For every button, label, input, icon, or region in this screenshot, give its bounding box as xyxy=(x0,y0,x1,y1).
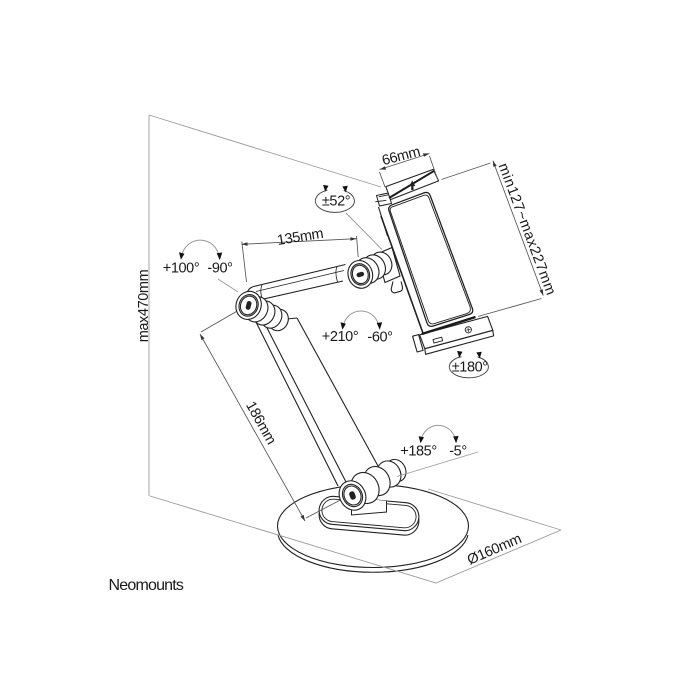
svg-text:+100°: +100° xyxy=(163,261,199,277)
svg-text:186mm: 186mm xyxy=(242,399,279,448)
svg-text:+210°: +210° xyxy=(322,329,358,345)
svg-text:66mm: 66mm xyxy=(380,144,422,169)
svg-text:-90°: -90° xyxy=(207,261,232,277)
svg-text:max470mm: max470mm xyxy=(136,269,152,342)
svg-text:-5°: -5° xyxy=(449,444,467,460)
svg-text:135mm: 135mm xyxy=(276,226,325,249)
svg-text:+185°: +185° xyxy=(400,444,436,460)
svg-text:±52°: ±52° xyxy=(322,194,350,210)
svg-text:min127~max227mm: min127~max227mm xyxy=(495,161,559,298)
svg-text:±180°: ±180° xyxy=(452,360,488,376)
svg-text:Neomounts: Neomounts xyxy=(109,577,184,594)
svg-text:-60°: -60° xyxy=(367,330,392,346)
